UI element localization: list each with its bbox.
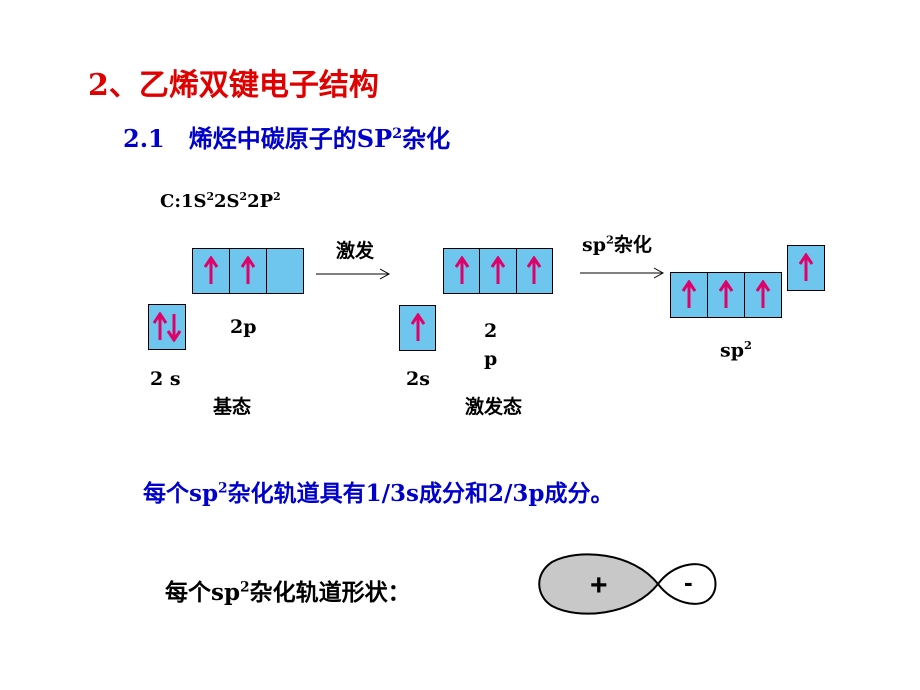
up-arrow-icon [719,280,733,308]
ground-2p-label: 2p [230,316,257,338]
orbital-box [788,246,824,290]
up-arrow-icon [682,280,696,308]
page-title: 2、乙烯双键电子结构 [88,68,379,103]
excited-2p-orbitals [443,248,553,294]
up-arrow-icon [454,256,469,284]
sp2-orbital-shape-diagram: + - [538,553,717,615]
orbital-box [149,305,185,349]
paired-electrons-icon [153,312,181,342]
up-arrow-icon [527,256,542,284]
excited-2s-label: 2s [406,368,430,390]
orbital-box [193,249,230,293]
ground-2p-orbitals [192,248,304,294]
hybrid-arrow-icon [580,267,665,279]
up-arrow-icon [204,256,218,284]
up-arrow-icon [756,280,770,308]
excite-arrow-icon [316,268,391,280]
excited-2s-orbital [399,305,436,351]
orbital-box [517,249,552,293]
minus-sign: - [684,567,693,597]
excited-2p-label-line2: p [484,348,498,370]
up-arrow-icon [490,256,505,284]
orbital-box [671,273,708,317]
up-arrow-icon [799,253,813,281]
excited-2p-label-line1: 2 [484,320,498,342]
hybrid-arrow-label: sp2杂化 [582,232,652,256]
orbital-box [267,249,303,293]
up-arrow-icon [410,313,425,341]
excite-arrow-label: 激发 [336,240,375,262]
orbital-box [444,249,481,293]
orbital-box [400,306,435,350]
orbital-box [230,249,267,293]
sp2-label: sp2 [720,338,752,362]
unhybridized-p-orbital [787,245,825,291]
orbital-shape-label: 每个sp2杂化轨道形状： [165,579,411,606]
sp2-hybrid-orbitals [670,272,782,318]
ground-2s-orbital [148,304,186,350]
section-subtitle: 2.1 烯烃中碳原子的SP2杂化 [123,124,451,153]
orbital-box [745,273,781,317]
ground-2s-label: 2 s [150,368,181,390]
electron-configuration: C:1S22S22P2 [160,190,281,212]
composition-note: 每个sp2杂化轨道具有1/3s成分和2/3p成分。 [143,480,614,507]
orbital-box [708,273,745,317]
ground-state-label: 基态 [213,396,252,418]
excited-state-label: 激发态 [465,396,523,418]
up-arrow-icon [241,256,255,284]
plus-sign: + [590,569,608,602]
orbital-box [480,249,517,293]
